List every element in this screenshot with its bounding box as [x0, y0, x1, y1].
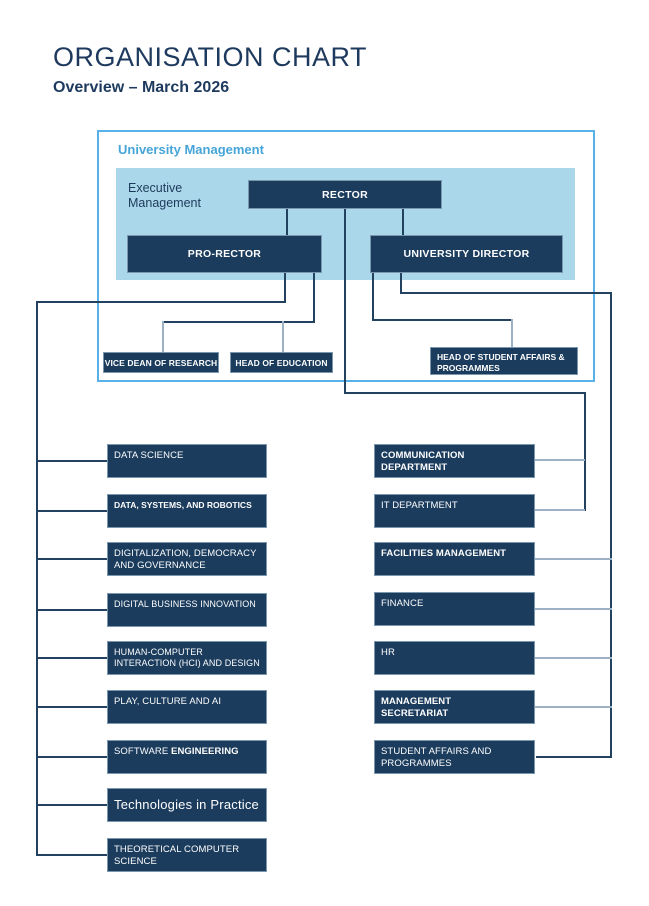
- node-management-secretariat: MANAGEMENT SECRETARIAT: [374, 690, 535, 724]
- dept-label: DIGITAL BUSINESS INNOVATION: [114, 599, 256, 609]
- connector-line: [36, 706, 107, 708]
- connector-line: [36, 301, 38, 855]
- connector-line: [511, 319, 513, 347]
- connector-line: [344, 209, 346, 393]
- connector-line: [536, 756, 612, 758]
- connector-line: [535, 657, 612, 659]
- dept-label: DATA, SYSTEMS, AND ROBOTICS: [114, 500, 252, 510]
- connector-line: [36, 756, 107, 758]
- connector-line: [313, 273, 315, 322]
- node-facilities-management: FACILITIES MANAGEMENT: [374, 542, 535, 576]
- dept-label: PROGRAMMES: [381, 757, 452, 769]
- page-title: ORGANISATION CHART: [53, 42, 368, 72]
- connector-line: [400, 292, 612, 294]
- dept-label: FACILITIES MANAGEMENT: [381, 548, 507, 559]
- node-head-student-affairs: HEAD OF STUDENT AFFAIRS & PROGRAMMES: [430, 347, 578, 375]
- connector-line: [535, 608, 612, 610]
- node-digitalization-democracy-governance: DIGITALIZATION, DEMOCRACY AND GOVERNANCE: [107, 542, 267, 576]
- connector-line: [36, 301, 286, 303]
- dept-label: MANAGEMENT: [381, 696, 452, 707]
- dept-label: DEPARTMENT: [381, 461, 448, 473]
- connector-line: [162, 321, 315, 323]
- connector-line: [36, 609, 107, 611]
- node-technologies-in-practice: Technologies in Practice: [107, 788, 267, 822]
- connector-line: [535, 706, 612, 708]
- connector-line: [372, 273, 374, 321]
- university-management-label: University Management: [118, 142, 264, 157]
- node-rector-label: RECTOR: [322, 188, 368, 201]
- node-software-engineering: SOFTWARE ENGINEERING: [107, 740, 267, 774]
- node-student-affairs-programmes: STUDENT AFFAIRS AND PROGRAMMES: [374, 740, 535, 774]
- node-university-director-label: UNIVERSITY DIRECTOR: [403, 248, 530, 260]
- connector-line: [36, 558, 107, 560]
- node-rector: RECTOR: [248, 180, 442, 209]
- node-hr: HR: [374, 641, 535, 675]
- connector-line: [36, 804, 107, 806]
- dept-label: SOFTWARE: [114, 746, 169, 757]
- dept-label: DIGITALIZATION, DEMOCRACY: [114, 548, 257, 559]
- connector-line: [610, 292, 612, 757]
- dept-label: IT DEPARTMENT: [381, 500, 458, 511]
- node-head-student-affairs-line2: PROGRAMMES: [437, 363, 500, 374]
- node-theoretical-computer-science: THEORETICAL COMPUTER SCIENCE: [107, 838, 267, 872]
- node-communication-department: COMMUNICATION DEPARTMENT: [374, 444, 535, 478]
- node-data-systems-robotics: DATA, SYSTEMS, AND ROBOTICS: [107, 494, 267, 528]
- dept-label: HR: [381, 647, 395, 658]
- connector-line: [36, 460, 107, 462]
- node-head-of-education: HEAD OF EDUCATION: [230, 352, 333, 373]
- dept-label: SECRETARIAT: [381, 707, 449, 719]
- dept-label: FINANCE: [381, 598, 424, 609]
- dept-label-bold: ENGINEERING: [171, 746, 239, 757]
- connector-line: [36, 854, 107, 856]
- node-head-student-affairs-line1: HEAD OF STUDENT AFFAIRS &: [437, 352, 565, 362]
- connector-line: [162, 321, 164, 352]
- dept-label: HUMAN-COMPUTER: [114, 647, 203, 657]
- dept-label: PLAY, CULTURE AND AI: [114, 696, 222, 707]
- page-subtitle: Overview – March 2026: [53, 79, 230, 96]
- node-head-of-education-label: HEAD OF EDUCATION: [235, 357, 328, 368]
- connector-line: [535, 558, 612, 560]
- connector-line: [282, 321, 284, 352]
- node-play-culture-ai: PLAY, CULTURE AND AI: [107, 690, 267, 724]
- connector-line: [36, 657, 107, 659]
- node-hci-design: HUMAN-COMPUTER INTERACTION (HCI) AND DES…: [107, 641, 267, 675]
- dept-label: INTERACTION (HCI) AND DESIGN: [114, 658, 260, 669]
- node-university-director: UNIVERSITY DIRECTOR: [370, 235, 563, 273]
- connector-line: [344, 392, 586, 394]
- dept-label: DATA SCIENCE: [114, 450, 184, 461]
- node-vice-dean-research-label: VICE DEAN OF RESEARCH: [104, 357, 218, 368]
- dept-label: THEORETICAL COMPUTER: [114, 844, 240, 855]
- node-pro-rector: PRO-RECTOR: [127, 235, 322, 273]
- dept-label: AND GOVERNANCE: [114, 559, 206, 571]
- node-pro-rector-label: PRO-RECTOR: [187, 248, 262, 260]
- dept-label: COMMUNICATION: [381, 450, 465, 461]
- connector-line: [584, 392, 586, 511]
- connector-line: [535, 509, 585, 511]
- connector-line: [400, 273, 402, 293]
- connector-line: [36, 510, 107, 512]
- connector-line: [535, 459, 585, 461]
- connector-line: [286, 209, 288, 235]
- node-data-science: DATA SCIENCE: [107, 444, 267, 478]
- dept-label: STUDENT AFFAIRS AND: [381, 746, 492, 757]
- dept-label: Technologies in Practice: [114, 797, 259, 812]
- connector-line: [284, 273, 286, 302]
- node-vice-dean-research: VICE DEAN OF RESEARCH: [103, 352, 219, 373]
- dept-label: SCIENCE: [114, 855, 157, 867]
- node-finance: FINANCE: [374, 592, 535, 626]
- node-digital-business-innovation: DIGITAL BUSINESS INNOVATION: [107, 593, 267, 627]
- node-it-department: IT DEPARTMENT: [374, 494, 535, 528]
- executive-management-label: Executive Management: [128, 181, 201, 210]
- connector-line: [372, 319, 513, 321]
- connector-line: [402, 209, 404, 235]
